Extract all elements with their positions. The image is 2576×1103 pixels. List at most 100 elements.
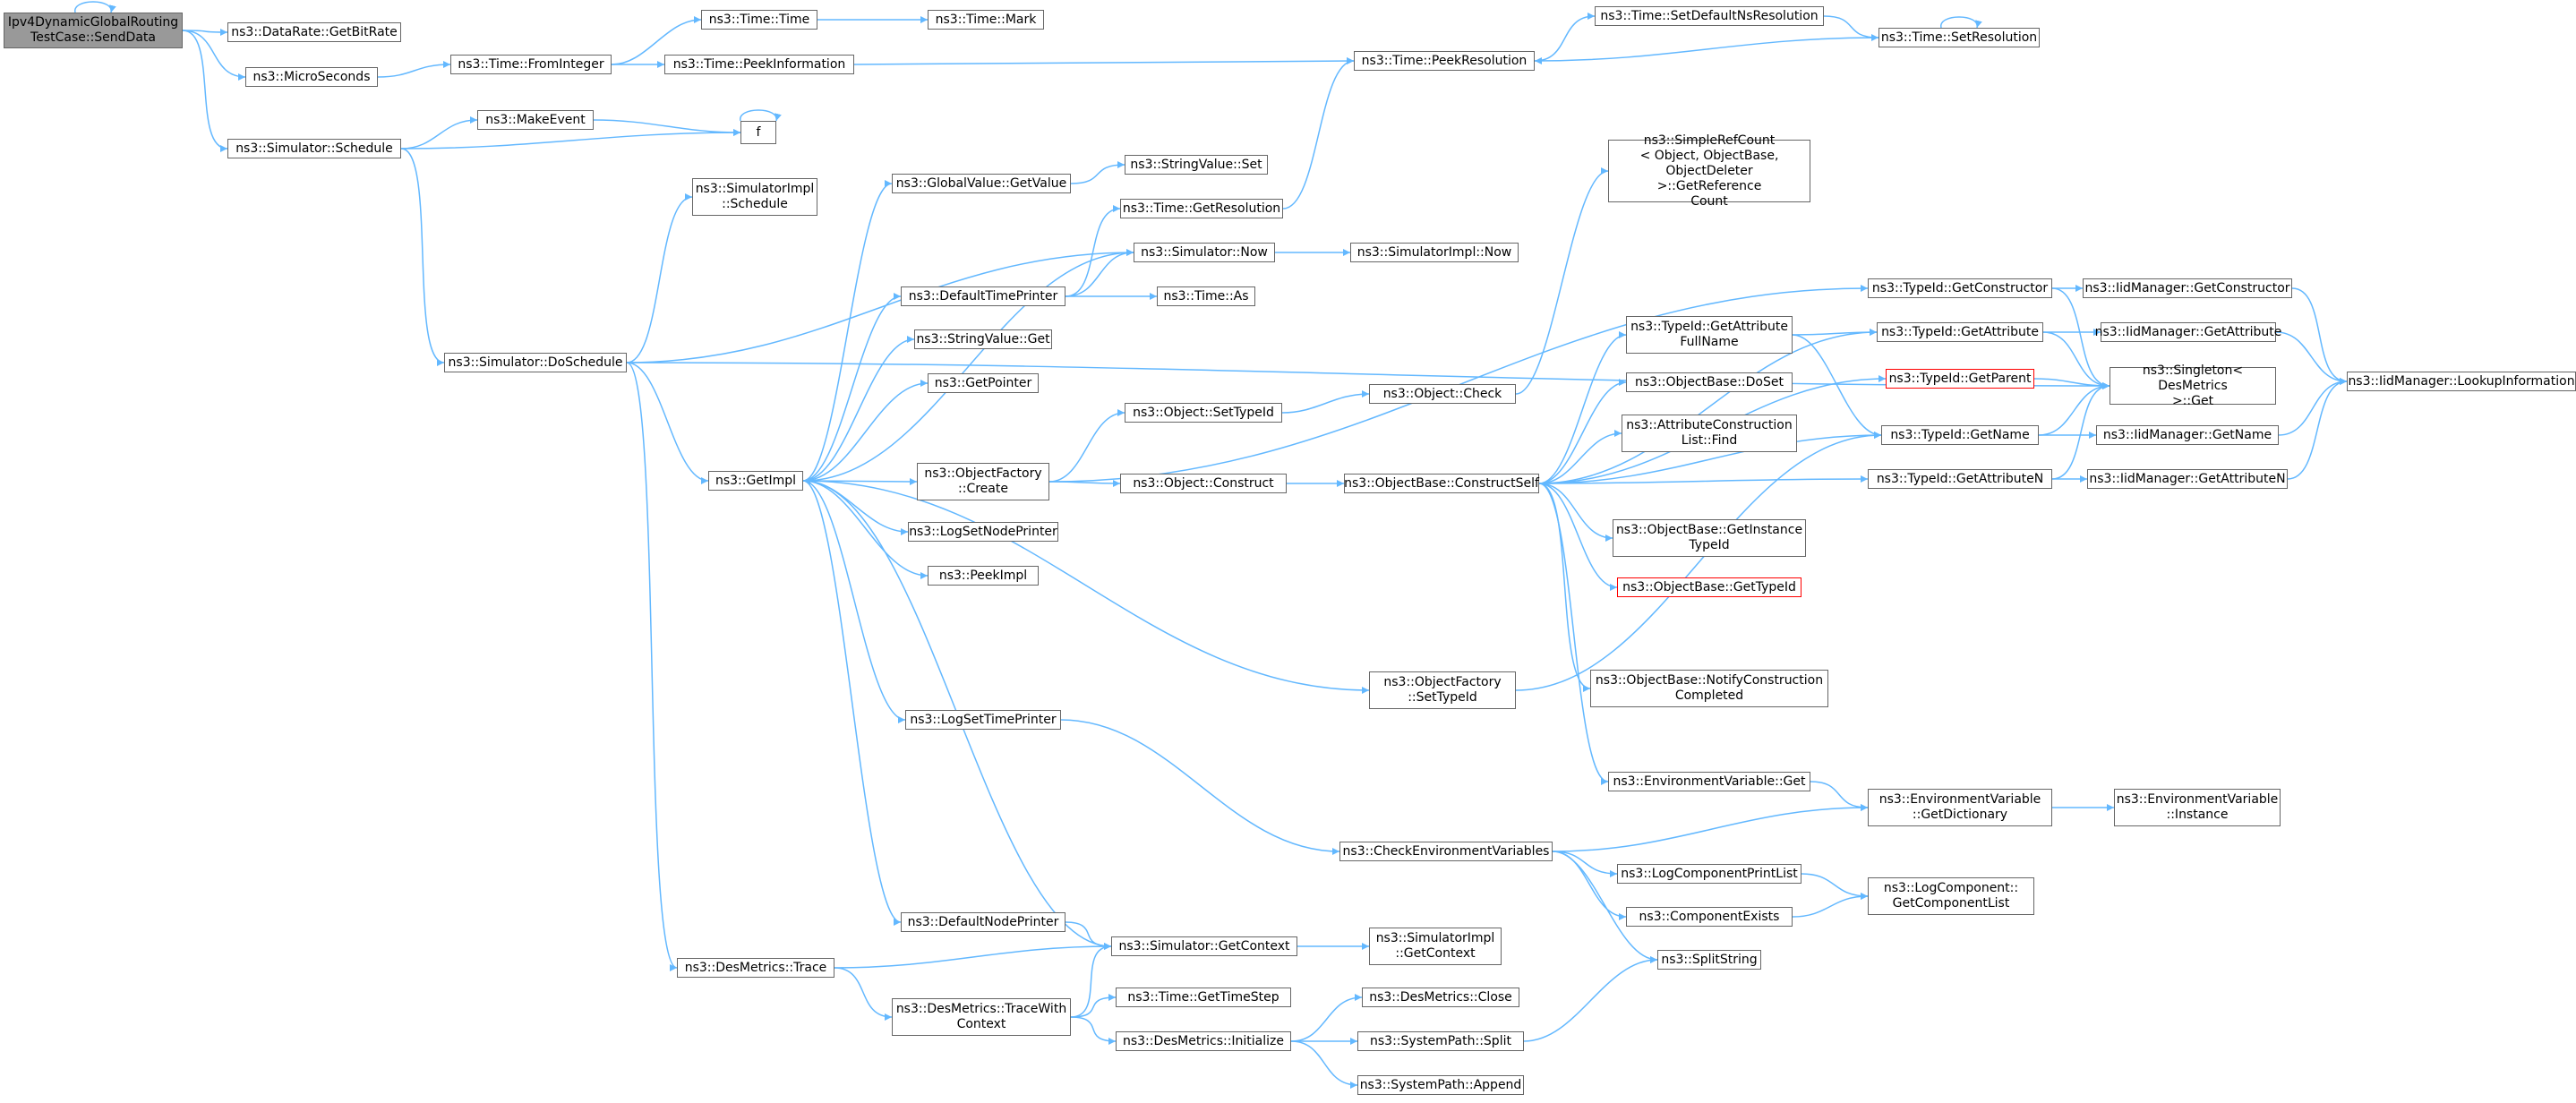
node-desinit[interactable]: ns3::DesMetrics::Initialize: [1116, 1031, 1291, 1051]
node-globalvalue[interactable]: ns3::GlobalValue::GetValue: [892, 174, 1071, 193]
node-ofcreate[interactable]: ns3::ObjectFactory ::Create: [917, 463, 1049, 500]
edge-envget-to-envgetdict: [1810, 781, 1869, 811]
edge-typeidgetattribute-to-singleton: [2042, 331, 2110, 389]
node-iidgetattrn[interactable]: ns3::IidManager::GetAttributeN: [2087, 469, 2288, 489]
edge-logsettimeprinter-to-checkenv: [1060, 719, 1340, 855]
edge-desinit-to-desclose: [1290, 994, 1363, 1042]
node-microseconds[interactable]: ns3::MicroSeconds: [245, 67, 378, 87]
edge-tracewithcontext-to-simgetcontext: [1070, 943, 1112, 1018]
node-getpointer[interactable]: ns3::GetPointer: [928, 373, 1039, 393]
node-doschedule[interactable]: ns3::Simulator::DoSchedule: [444, 353, 627, 372]
node-defaultnodeprinter[interactable]: ns3::DefaultNodePrinter: [901, 912, 1065, 932]
node-makeevent[interactable]: ns3::MakeEvent: [477, 110, 594, 130]
edge-logcompprintlist-to-logcompgetlist: [1801, 873, 1869, 900]
node-typeidgetconstructor[interactable]: ns3::TypeId::GetConstructor: [1868, 278, 2052, 298]
node-simgetcontext[interactable]: ns3::Simulator::GetContext: [1111, 936, 1297, 956]
node-splitstring[interactable]: ns3::SplitString: [1657, 950, 1761, 970]
node-simimplschedule[interactable]: ns3::SimulatorImpl ::Schedule: [692, 178, 817, 216]
edge-constructself-to-dosetobj: [1538, 379, 1627, 484]
node-stringvalueget[interactable]: ns3::StringValue::Get: [914, 329, 1052, 349]
node-sysappend[interactable]: ns3::SystemPath::Append: [1357, 1075, 1524, 1095]
node-peekinfo[interactable]: ns3::Time::PeekInformation: [664, 55, 854, 74]
node-notifyconstruction[interactable]: ns3::ObjectBase::NotifyConstruction Comp…: [1590, 670, 1828, 707]
node-iidgetconstructor[interactable]: ns3::IidManager::GetConstructor: [2083, 278, 2292, 298]
edge-doschedule-to-singleton: [626, 362, 2110, 389]
node-logsettimeprinter[interactable]: ns3::LogSetTimePrinter: [905, 710, 1061, 730]
edge-constructself-to-attrconstructfind: [1538, 430, 1622, 484]
edge-root-to-microseconds: [182, 30, 246, 81]
node-peekimpl[interactable]: ns3::PeekImpl: [928, 566, 1039, 586]
node-simplerefcount[interactable]: ns3::SimpleRefCount < Object, ObjectBase…: [1608, 133, 1810, 209]
edge-defaulttimeprinter-to-simnow: [1065, 249, 1134, 297]
node-iidgetattribute[interactable]: ns3::IidManager::GetAttribute: [2095, 322, 2281, 342]
edge-getimpl-to-ofsettypeid: [802, 480, 1370, 694]
edge-doschedule-to-simnow: [626, 249, 1134, 363]
node-peekres[interactable]: ns3::Time::PeekResolution: [1354, 51, 1535, 71]
edge-root-to-schedule: [182, 30, 228, 152]
node-ofsettypeid[interactable]: ns3::ObjectFactory ::SetTypeId: [1369, 671, 1516, 709]
node-envinstance[interactable]: ns3::EnvironmentVariable ::Instance: [2114, 789, 2281, 826]
node-timeas[interactable]: ns3::Time::As: [1157, 286, 1255, 306]
node-checkenv[interactable]: ns3::CheckEnvironmentVariables: [1339, 842, 1553, 861]
edge-typeidgetattrn-to-singleton: [2051, 382, 2110, 480]
node-getbitrate[interactable]: ns3::DataRate::GetBitRate: [227, 22, 401, 42]
edge-doschedule-to-getimpl: [626, 362, 709, 484]
edge-componentexists-to-logcompgetlist: [1792, 893, 1869, 918]
edge-getimpl-to-globalvalue: [802, 180, 893, 482]
node-objconstruct[interactable]: ns3::Object::Construct: [1120, 474, 1287, 493]
node-simimplnow[interactable]: ns3::SimulatorImpl::Now: [1350, 243, 1519, 262]
node-mark[interactable]: ns3::Time::Mark: [928, 10, 1044, 30]
node-getbasetypeid[interactable]: ns3::ObjectBase::GetTypeId: [1617, 577, 1801, 597]
node-setresolution[interactable]: ns3::Time::SetResolution: [1879, 28, 2040, 47]
edge-typeidgetconstructor-to-singleton: [2051, 287, 2110, 389]
node-schedule[interactable]: ns3::Simulator::Schedule: [227, 139, 401, 158]
node-iidgetname[interactable]: ns3::IidManager::GetName: [2096, 425, 2279, 445]
node-iidlookup[interactable]: ns3::IidManager::LookupInformation: [2347, 372, 2576, 391]
node-stringvalueset[interactable]: ns3::StringValue::Set: [1125, 155, 1268, 175]
node-frominteger[interactable]: ns3::Time::FromInteger: [450, 55, 612, 74]
edge-objcheck-to-simplerefcount: [1515, 167, 1609, 395]
node-desmetricstrace[interactable]: ns3::DesMetrics::Trace: [677, 958, 834, 978]
edge-microseconds-to-frominteger: [377, 61, 451, 78]
node-logcompgetlist[interactable]: ns3::LogComponent:: GetComponentList: [1868, 877, 2034, 915]
node-timegetres[interactable]: ns3::Time::GetResolution: [1120, 199, 1283, 218]
node-simimplgetcontext[interactable]: ns3::SimulatorImpl ::GetContext: [1369, 928, 1502, 965]
edge-iidgetname-to-iidlookup: [2278, 378, 2348, 436]
node-logsetnodeprinter[interactable]: ns3::LogSetNodePrinter: [908, 522, 1058, 542]
node-envgetdict[interactable]: ns3::EnvironmentVariable ::GetDictionary: [1868, 789, 2052, 826]
node-typeidgetattrn[interactable]: ns3::TypeId::GetAttributeN: [1868, 469, 2052, 489]
node-syssplit[interactable]: ns3::SystemPath::Split: [1357, 1031, 1524, 1051]
node-tracewithcontext[interactable]: ns3::DesMetrics::TraceWith Context: [892, 998, 1071, 1036]
node-getimpl[interactable]: ns3::GetImpl: [708, 471, 803, 491]
node-simnow[interactable]: ns3::Simulator::Now: [1134, 243, 1275, 262]
node-typeidgetattribute[interactable]: ns3::TypeId::GetAttribute: [1877, 322, 2043, 342]
edge-tracewithcontext-to-desinit: [1070, 1016, 1117, 1045]
node-constructself[interactable]: ns3::ObjectBase::ConstructSelf: [1344, 474, 1539, 493]
node-objcheck[interactable]: ns3::Object::Check: [1369, 384, 1516, 404]
node-componentexists[interactable]: ns3::ComponentExists: [1626, 907, 1793, 927]
edge-setdefaultns-to-setresolution: [1823, 15, 1879, 41]
node-objsettypeid[interactable]: ns3::Object::SetTypeId: [1125, 403, 1282, 423]
node-desclose[interactable]: ns3::DesMetrics::Close: [1362, 988, 1519, 1007]
node-attrconstructfind[interactable]: ns3::AttributeConstruction List::Find: [1622, 415, 1797, 452]
edge-peekinfo-to-peekres: [853, 57, 1355, 65]
node-singleton[interactable]: ns3::Singleton< DesMetrics >::Get: [2110, 363, 2276, 408]
edge-schedule-to-f: [400, 129, 741, 150]
node-getattrfullname[interactable]: ns3::TypeId::GetAttribute FullName: [1626, 316, 1793, 354]
node-dosetobj[interactable]: ns3::ObjectBase::DoSet: [1626, 372, 1793, 392]
node-typeidgetname[interactable]: ns3::TypeId::GetName: [1881, 425, 2039, 445]
node-setdefaultns[interactable]: ns3::Time::SetDefaultNsResolution: [1595, 6, 1824, 26]
node-gettimestep[interactable]: ns3::Time::GetTimeStep: [1116, 988, 1291, 1007]
edge-iidgetattrn-to-iidlookup: [2287, 378, 2348, 480]
edge-getimpl-to-getpointer: [802, 380, 929, 482]
node-f[interactable]: f: [740, 121, 776, 144]
edge-doschedule-to-desmetricstrace: [626, 362, 678, 971]
node-getinstancetypeid[interactable]: ns3::ObjectBase::GetInstance TypeId: [1613, 519, 1806, 557]
node-envget[interactable]: ns3::EnvironmentVariable::Get: [1608, 772, 1810, 791]
node-typeidgetparent[interactable]: ns3::TypeId::GetParent: [1886, 369, 2034, 389]
node-logcompprintlist[interactable]: ns3::LogComponentPrintList: [1617, 864, 1801, 884]
edge-objsettypeid-to-objcheck: [1281, 390, 1370, 414]
node-defaulttimeprinter[interactable]: ns3::DefaultTimePrinter: [901, 286, 1065, 306]
node-time[interactable]: ns3::Time::Time: [701, 10, 817, 30]
